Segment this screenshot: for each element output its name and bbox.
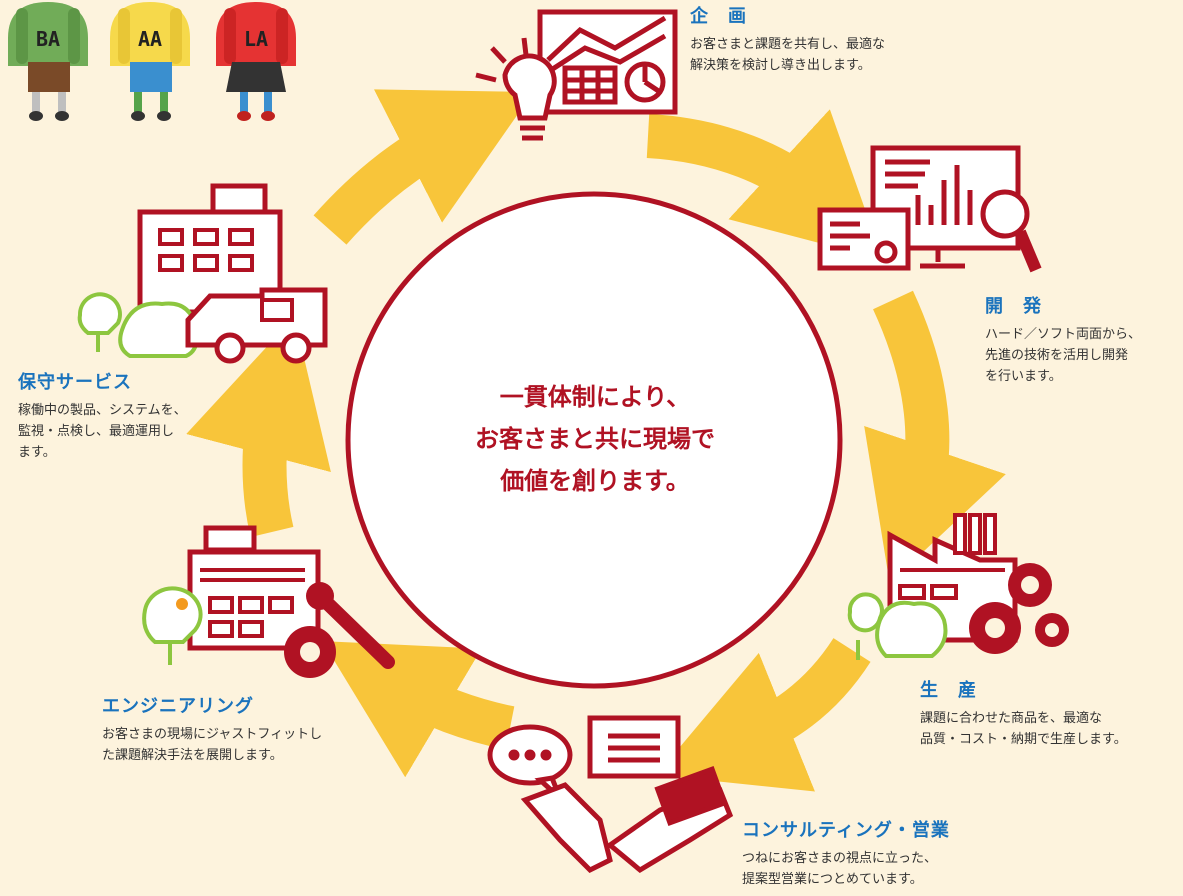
stage-production: 生 産 課題に合わせた商品を、最適な 品質・コスト・納期で生産します。: [920, 680, 1175, 750]
center-message: 一貫体制により、 お客さまと共に現場で 価値を創ります。: [400, 376, 790, 502]
stage-maintenance-title: 保守サービス: [18, 372, 132, 393]
cycle-arrows: [186, 89, 1006, 792]
stage-engineering: エンジニアリング お客さまの現場にジャストフィットし た課題解決手法を展開します…: [102, 696, 372, 766]
stage-maintenance-desc-1: 稼働中の製品、システムを、: [18, 403, 187, 418]
stage-production-desc-2: 品質・コスト・納期で生産します。: [920, 732, 1127, 747]
stage-consulting-desc-2: 提案型営業につとめています。: [742, 872, 923, 887]
arrow-engineering-to-maintenance: [186, 316, 331, 538]
stage-development: 開 発 ハード／ソフト両面から、 先進の技術を活用し開発 を行います。: [985, 296, 1175, 387]
stage-engineering-desc-1: お客さまの現場にジャストフィットし: [102, 727, 323, 742]
stage-maintenance: 保守サービス 稼働中の製品、システムを、 監視・点検し、最適運用し ます。: [18, 372, 228, 463]
consulting-icon: [487, 715, 734, 874]
stage-maintenance-desc-2: 監視・点検し、最適運用し: [18, 424, 175, 439]
center-message-line-1: 一貫体制により、: [499, 383, 691, 411]
stage-development-desc-3: を行います。: [985, 369, 1062, 384]
stage-consulting-title: コンサルティング・営業: [742, 820, 950, 841]
kid-ba: BA: [8, 2, 88, 121]
planning-icon: [475, 9, 678, 141]
kid-aa: AA: [110, 2, 190, 121]
stage-planning: 企 画 お客さまと課題を共有し、最適な 解決策を検討し導き出します。: [690, 6, 950, 76]
arrow-development-to-production: [864, 290, 1006, 584]
arrow-planning-to-development: [646, 109, 883, 260]
stage-production-title: 生 産: [920, 680, 977, 701]
kid-la-label: LA: [244, 27, 268, 51]
stage-planning-title: 企 画: [690, 6, 747, 27]
kid-la: LA: [216, 2, 296, 121]
stage-consulting: コンサルティング・営業 つねにお客さまの視点に立った、 提案型営業につとめていま…: [742, 820, 1002, 890]
arrow-consulting-to-engineering: [322, 641, 515, 778]
stage-engineering-desc-2: た課題解決手法を展開します。: [102, 748, 283, 763]
center-message-line-3: 価値を創ります。: [500, 467, 690, 495]
kid-ba-label: BA: [36, 27, 60, 51]
stage-development-desc-2: 先進の技術を活用し開発: [985, 348, 1129, 363]
engineering-icon: [142, 525, 395, 678]
production-icon: [847, 513, 1069, 660]
development-icon: [817, 145, 1042, 273]
stage-engineering-title: エンジニアリング: [102, 696, 254, 717]
stage-planning-desc-1: お客さまと課題を共有し、最適な: [690, 37, 886, 52]
stage-planning-desc-2: 解決策を検討し導き出します。: [690, 58, 871, 73]
kid-aa-label: AA: [138, 27, 162, 51]
stage-consulting-desc-1: つねにお客さまの視点に立った、: [742, 851, 938, 866]
arrow-maintenance-to-planning: [313, 89, 534, 245]
center-message-line-2: お客さまと共に現場で: [475, 425, 715, 453]
stage-maintenance-desc-3: ます。: [18, 445, 56, 460]
stage-production-desc-1: 課題に合わせた商品を、最適な: [920, 711, 1103, 726]
arrow-production-to-consulting: [656, 637, 871, 792]
stage-development-desc-1: ハード／ソフト両面から、: [985, 327, 1142, 342]
stage-development-title: 開 発: [985, 296, 1042, 317]
center-circle: [345, 191, 843, 689]
maintenance-icon: [77, 183, 328, 364]
